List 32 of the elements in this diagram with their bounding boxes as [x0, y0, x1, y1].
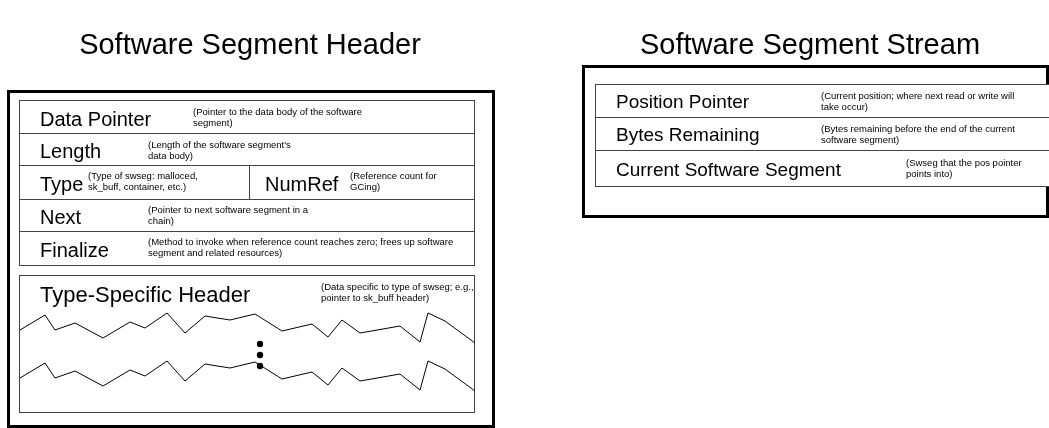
field-description: (Swseg that the pos pointer points into)	[906, 157, 1023, 180]
field-description: (Current position; where next read or write will take occur)	[821, 90, 1016, 113]
field-name: Bytes Remaining	[616, 125, 760, 144]
field-name: Next	[40, 207, 82, 227]
field-row	[19, 199, 475, 232]
heading: Software Segment Stream	[638, 28, 982, 61]
field-row	[19, 275, 475, 413]
field-name: Length	[40, 141, 102, 161]
field-description: (Method to invoke when reference count reaches zero; frees up software segment and related resources)	[148, 236, 455, 259]
field-row	[595, 84, 1049, 118]
field-row	[595, 117, 1049, 151]
field-name: Current Software Segment	[616, 160, 841, 179]
field-row	[19, 100, 475, 134]
outer-frame	[582, 65, 1049, 218]
field-row	[19, 133, 475, 166]
field-name: Type	[40, 174, 84, 194]
field-row	[595, 150, 1049, 187]
field-name: Data Pointer	[40, 109, 152, 129]
field-description: (Data specific to type of swseg; e.g., pointer to sk_buff header)	[321, 281, 475, 304]
field-description: (Length of the software segment's data body)	[148, 139, 292, 162]
field-description: (Reference count for GCing)	[350, 170, 438, 193]
field-description: (Pointer to next software segment in a chain)	[148, 204, 309, 227]
field-name: Finalize	[40, 240, 109, 260]
field-name: NumRef	[265, 174, 339, 194]
field-row	[19, 231, 475, 266]
outer-frame	[7, 90, 495, 428]
heading: Software Segment Header	[78, 28, 422, 61]
field-description: (Pointer to the data body of the software segment)	[193, 106, 363, 129]
field-name: Position Pointer	[616, 92, 750, 111]
field-description: (Bytes remaining before the end of the current software segment)	[821, 123, 1016, 146]
field-name: Type-Specific Header	[40, 284, 251, 306]
field-description: (Type of swseg: malloced, sk_buff, container, etc.)	[88, 170, 199, 193]
